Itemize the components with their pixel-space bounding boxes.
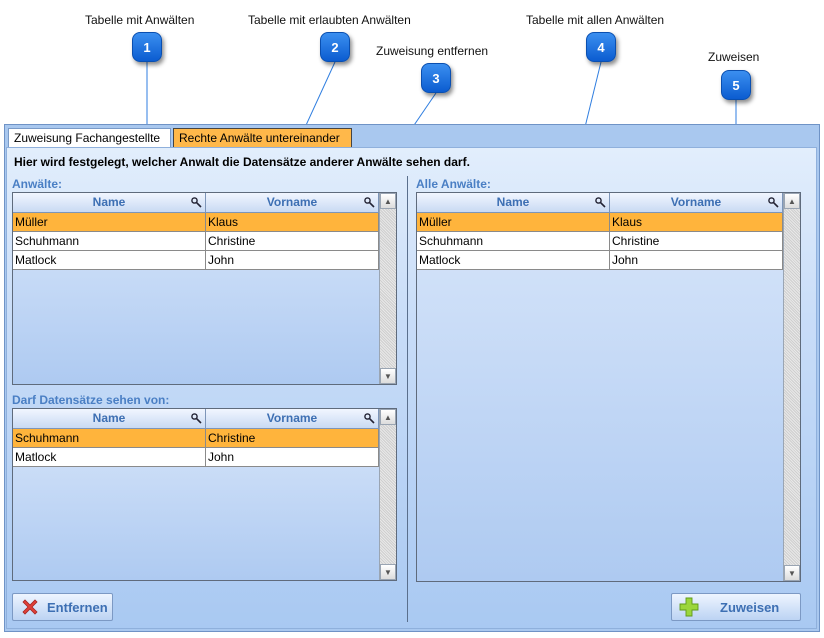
remove-button[interactable]: Entfernen <box>12 593 113 621</box>
scroll-up-icon[interactable]: ▲ <box>380 409 396 425</box>
cell-name: Müller <box>13 213 206 231</box>
alle-table[interactable]: Name Vorname Müller Klaus Schuhmann Chri… <box>416 192 801 582</box>
cell-name: Schuhmann <box>417 232 610 250</box>
table-row[interactable]: Matlock John <box>417 251 783 270</box>
col-vorname-label: Vorname <box>266 411 318 425</box>
col-name-label: Name <box>496 195 530 209</box>
scroll-up-icon[interactable]: ▲ <box>380 193 396 209</box>
table-row[interactable]: Müller Klaus <box>417 213 783 232</box>
vertical-scrollbar[interactable]: ▲ ▼ <box>379 409 396 580</box>
cell-name: Matlock <box>13 251 206 269</box>
scroll-up-icon[interactable]: ▲ <box>784 193 800 209</box>
assign-button-label: Zuweisen <box>720 599 780 615</box>
cell-name: Müller <box>417 213 610 231</box>
callout-1-badge: 1 <box>132 32 162 62</box>
callout-2-badge: 2 <box>320 32 350 62</box>
assign-button[interactable]: Zuweisen <box>671 593 801 621</box>
cell-vorname: Klaus <box>610 213 783 231</box>
anwaelte-label: Anwälte: <box>12 177 63 191</box>
red-x-icon <box>22 599 38 615</box>
scroll-down-icon[interactable]: ▼ <box>784 565 800 581</box>
cell-vorname: Christine <box>206 232 379 250</box>
cell-vorname: Christine <box>610 232 783 250</box>
search-key-icon[interactable] <box>191 413 202 424</box>
darf-col-vorname[interactable]: Vorname <box>206 409 379 429</box>
callout-4-label: Tabelle mit allen Anwälten <box>526 13 665 27</box>
callout-5-label: Zuweisen <box>708 50 760 64</box>
vertical-divider <box>407 176 408 622</box>
callout-2-label: Tabelle mit erlaubten Anwälten <box>248 13 411 27</box>
anwaelte-col-name[interactable]: Name <box>13 193 206 213</box>
page-heading: Hier wird festgelegt, welcher Anwalt die… <box>14 155 470 169</box>
cell-name: Matlock <box>13 448 206 466</box>
vertical-scrollbar[interactable]: ▲ ▼ <box>379 193 396 384</box>
scroll-down-icon[interactable]: ▼ <box>380 564 396 580</box>
cell-name: Matlock <box>417 251 610 269</box>
green-plus-icon <box>679 597 699 617</box>
table-row[interactable]: Matlock John <box>13 448 379 467</box>
alle-col-name[interactable]: Name <box>417 193 610 213</box>
scroll-down-icon[interactable]: ▼ <box>380 368 396 384</box>
cell-vorname: John <box>206 251 379 269</box>
col-name-label: Name <box>92 195 126 209</box>
table-row[interactable]: Matlock John <box>13 251 379 270</box>
search-key-icon[interactable] <box>595 197 606 208</box>
alle-label: Alle Anwälte: <box>416 177 491 191</box>
callout-3-badge: 3 <box>421 63 451 93</box>
anwaelte-header: Name Vorname <box>13 193 379 213</box>
darf-label: Darf Datensätze sehen von: <box>12 393 170 407</box>
cell-vorname: John <box>610 251 783 269</box>
cell-vorname: Christine <box>206 429 379 447</box>
cell-vorname: John <box>206 448 379 466</box>
table-row[interactable]: Schuhmann Christine <box>13 429 379 448</box>
cell-name: Schuhmann <box>13 429 206 447</box>
table-row[interactable]: Schuhmann Christine <box>417 232 783 251</box>
search-key-icon[interactable] <box>768 197 779 208</box>
table-row[interactable]: Schuhmann Christine <box>13 232 379 251</box>
darf-header: Name Vorname <box>13 409 379 429</box>
remove-button-label: Entfernen <box>47 599 108 615</box>
callout-1-label: Tabelle mit Anwälten <box>85 13 195 27</box>
callout-3-label: Zuweisung entfernen <box>376 44 489 58</box>
callout-4-badge: 4 <box>586 32 616 62</box>
cell-name: Schuhmann <box>13 232 206 250</box>
anwaelte-col-vorname[interactable]: Vorname <box>206 193 379 213</box>
cell-vorname: Klaus <box>206 213 379 231</box>
alle-col-vorname[interactable]: Vorname <box>610 193 783 213</box>
tab-zuweisung-fachangestellte[interactable]: Zuweisung Fachangestellte <box>8 128 171 148</box>
col-vorname-label: Vorname <box>670 195 722 209</box>
col-name-label: Name <box>92 411 126 425</box>
table-row[interactable]: Müller Klaus <box>13 213 379 232</box>
anwaelte-table[interactable]: Name Vorname Müller Klaus Schuhmann Chri… <box>12 192 397 385</box>
callout-5-badge: 5 <box>721 70 751 100</box>
tab-rechte-anwaelte[interactable]: Rechte Anwälte untereinander <box>173 128 352 148</box>
search-key-icon[interactable] <box>191 197 202 208</box>
search-key-icon[interactable] <box>364 197 375 208</box>
col-vorname-label: Vorname <box>266 195 318 209</box>
alle-header: Name Vorname <box>417 193 783 213</box>
darf-table[interactable]: Name Vorname Schuhmann Christine Matlock… <box>12 408 397 581</box>
darf-col-name[interactable]: Name <box>13 409 206 429</box>
vertical-scrollbar[interactable]: ▲ ▼ <box>783 193 800 581</box>
search-key-icon[interactable] <box>364 413 375 424</box>
